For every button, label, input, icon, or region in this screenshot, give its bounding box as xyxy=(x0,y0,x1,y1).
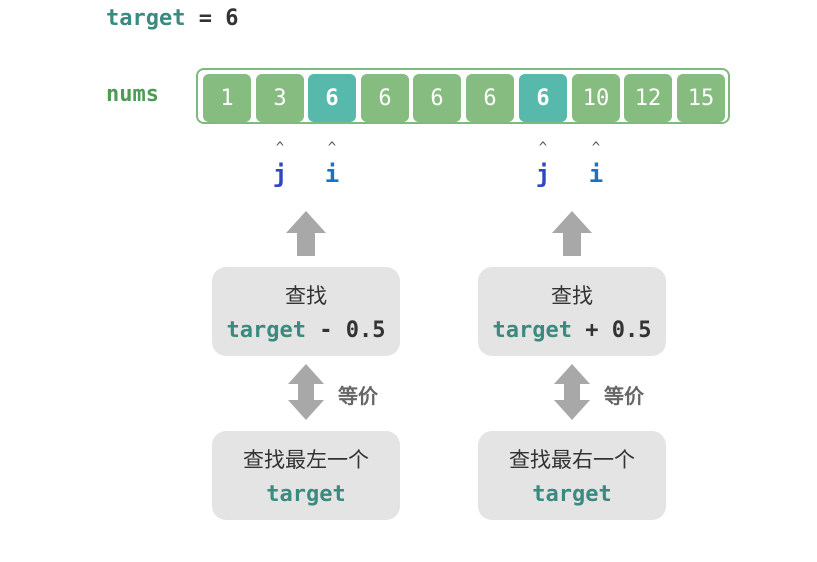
array-cell: 6 xyxy=(466,74,514,122)
up-arrow-icon xyxy=(286,211,326,256)
search-expression: target + 0.5 xyxy=(493,318,652,343)
array-cell: 12 xyxy=(624,74,672,122)
search-expr-name: target xyxy=(492,318,572,343)
array-cell: 15 xyxy=(677,74,725,122)
search-expr-name: target xyxy=(226,318,306,343)
array-cell: 6 xyxy=(361,74,409,122)
target-declaration: target = 6 xyxy=(106,6,238,31)
equivalence-label: 等价 xyxy=(338,384,378,408)
array-cell-highlight: 6 xyxy=(519,74,567,122)
result-name: target xyxy=(266,482,346,507)
search-expr-op: + 0.5 xyxy=(572,318,652,343)
target-value: 6 xyxy=(225,6,239,31)
array-cell: 10 xyxy=(572,74,620,122)
search-box-left: 查找 target - 0.5 xyxy=(212,267,400,356)
result-box-left: 查找最左一个 target xyxy=(212,431,400,520)
up-arrow-icon xyxy=(552,211,592,256)
search-title: 查找 xyxy=(285,284,327,308)
array-cell: 1 xyxy=(203,74,251,122)
search-title: 查找 xyxy=(551,284,593,308)
pointer-caret: ^ xyxy=(327,140,337,156)
double-arrow-icon xyxy=(288,364,324,420)
double-arrow-icon xyxy=(554,364,590,420)
result-box-right: 查找最右一个 target xyxy=(478,431,666,520)
equivalence-label: 等价 xyxy=(604,384,644,408)
pointer-i: i xyxy=(588,160,604,188)
pointer-i: i xyxy=(324,160,340,188)
array-frame xyxy=(196,68,730,124)
pointer-caret: ^ xyxy=(591,140,601,156)
result-name: target xyxy=(532,482,612,507)
equals-sign: = xyxy=(185,6,226,31)
search-expression: target - 0.5 xyxy=(227,318,386,343)
array-cell: 6 xyxy=(413,74,461,122)
result-title: 查找最左一个 xyxy=(243,448,369,472)
search-box-right: 查找 target + 0.5 xyxy=(478,267,666,356)
pointer-caret: ^ xyxy=(538,140,548,156)
array-cell-highlight: 6 xyxy=(308,74,356,122)
pointer-j: j xyxy=(272,160,288,188)
pointer-j: j xyxy=(535,160,551,188)
result-expression: target xyxy=(266,482,345,507)
result-expression: target xyxy=(532,482,611,507)
target-name: target xyxy=(106,6,186,31)
nums-label: nums xyxy=(106,82,159,107)
search-expr-op: - 0.5 xyxy=(306,318,386,343)
pointer-caret: ^ xyxy=(275,140,285,156)
array-cell: 3 xyxy=(256,74,304,122)
result-title: 查找最右一个 xyxy=(509,448,635,472)
